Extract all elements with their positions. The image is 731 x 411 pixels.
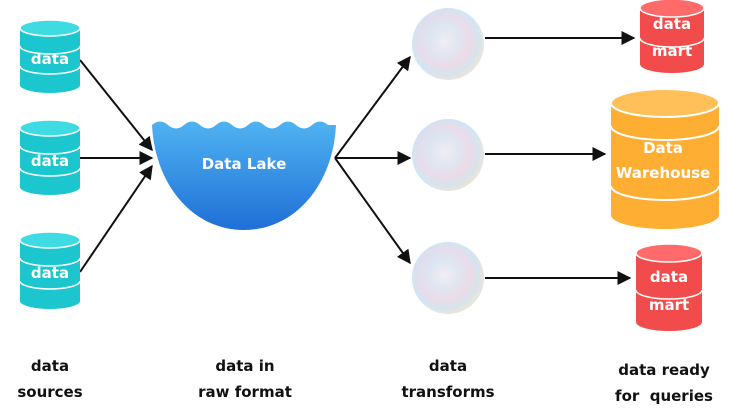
data-mart-bottom: data mart [635,243,703,331]
caption-data-transforms: data transforms [393,353,503,405]
arrow-source-1-to-lake [79,59,153,152]
caption-data-sources: data sources [10,353,90,405]
data-warehouse-line2: Warehouse [616,164,710,182]
data-mart-bottom-line1: data [650,268,688,286]
data-warehouse: Data Warehouse [610,88,720,229]
caption-data-ready: data ready for queries [603,357,725,409]
transform-orb-2 [412,119,484,191]
data-mart-bottom-line2: mart [649,296,689,314]
arrows-sources-to-lake [79,59,154,273]
caption-data-ready-line1: data ready [618,361,710,379]
source-cylinder-1: data [19,19,81,93]
arrow-lake-to-transform-3 [334,157,411,265]
transform-orb-3 [412,242,484,314]
caption-raw-format-line1: data in [215,357,275,375]
source-1-label: data [31,50,69,68]
caption-data-transforms-line2: transforms [401,383,495,401]
transform-orb-1 [412,8,484,80]
data-lake-label: Data Lake [202,155,287,173]
caption-raw-format-line2: raw format [198,383,292,401]
caption-data-sources-line2: sources [17,383,83,401]
caption-data-transforms-line1: data [428,357,468,375]
data-mart-top-line1: data [653,15,691,33]
arrows-transforms-to-outputs [485,31,636,285]
data-lake: Data Lake [152,121,336,230]
arrow-source-3-to-lake [79,164,153,273]
arrow-lake-to-transform-1 [334,55,411,159]
source-3-label: data [31,264,69,282]
data-warehouse-line1: Data [643,139,683,157]
caption-data-ready-line2: for queries [615,387,713,405]
source-cylinder-2: data [19,119,81,195]
data-mart-top-line2: mart [652,42,692,60]
caption-raw-format: data in raw format [180,353,310,405]
caption-data-sources-line1: data [30,357,70,375]
arrows-lake-to-transforms [334,55,412,265]
data-mart-top: data mart [639,0,705,73]
source-2-label: data [31,152,69,170]
source-cylinder-3: data [19,231,81,309]
